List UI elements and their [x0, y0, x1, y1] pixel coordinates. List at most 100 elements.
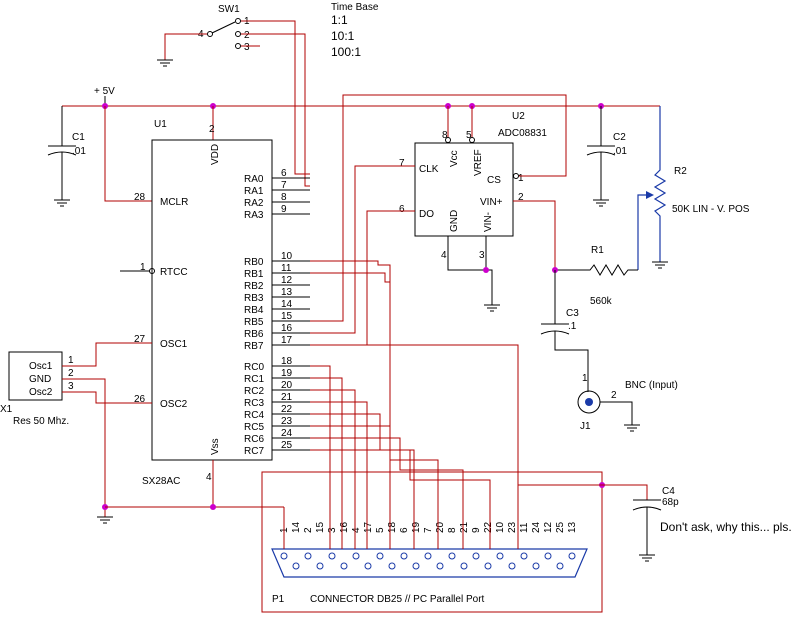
u1-pin-rc2: RC2 — [244, 386, 264, 397]
u1-pin-rc3: RC3 — [244, 398, 264, 409]
u1-body — [151, 139, 273, 461]
db25-socket-6 — [400, 552, 408, 560]
u2-ref: U2 — [512, 111, 525, 122]
u1-microcontroller: U1 2 VDD Vss 4 SX28AC MCLR 28 RTCC 1 OSC… — [120, 119, 310, 507]
db25-socket-14 — [292, 562, 300, 570]
bnc-pin-2: 2 — [611, 390, 617, 401]
u1-pin-rc4-num: 22 — [281, 404, 293, 415]
osc-ref: X1 — [0, 404, 13, 415]
capacitor-c1: C1 .01 — [47, 106, 86, 207]
p1-outline — [261, 471, 603, 613]
osc-body — [8, 351, 63, 401]
time-base-ratio-3: 100:1 — [331, 45, 361, 59]
osc-pin-osc1: Osc1 — [29, 361, 53, 372]
u1-pin-rc0: RC0 — [244, 362, 264, 373]
db25-pin-label-15: 15 — [315, 521, 326, 533]
u2-vinm-pin: 3 — [479, 250, 485, 261]
u2-vinp-pin: 2 — [518, 192, 524, 203]
r1-ref: R1 — [591, 245, 604, 256]
u1-pin-rb3-num: 13 — [281, 287, 293, 298]
capacitor-c3: C3 .1 — [540, 270, 589, 392]
u1-pin-ra1: RA1 — [244, 186, 264, 197]
db25-socket-1 — [280, 552, 288, 560]
capacitor-c2: C2 .01 — [586, 106, 627, 207]
u1-pin-rb6: RB6 — [244, 329, 264, 340]
u2-gnd-pin: 4 — [441, 250, 447, 261]
sw1-pin-2: 2 — [244, 30, 250, 41]
resistor-r1: R1 560k — [552, 245, 638, 307]
wire-ra1 — [241, 33, 310, 187]
db25-pin-label-13: 13 — [567, 521, 578, 533]
time-base-ratio-2: 10:1 — [331, 29, 355, 43]
u1-pin-rc7: RC7 — [244, 446, 264, 457]
c4-ref: C4 — [662, 486, 675, 497]
wire-osc1 — [62, 342, 152, 367]
ground-c4 — [639, 554, 655, 562]
sw1-switch: SW1 Time Base 1:1 10:1 100:1 1 2 3 4 — [157, 2, 379, 187]
db25-pin-label-9: 9 — [471, 527, 482, 533]
p1-ref: P1 — [272, 594, 285, 605]
c3-value: .1 — [568, 321, 577, 332]
u2-adc: U2 ADC08831 CLK 7 DO 6 Vcc 8 VREF 5 CS 1… — [310, 94, 567, 346]
time-base-ratio-1: 1:1 — [331, 13, 348, 27]
r2-body — [653, 106, 667, 262]
db25-socket-4 — [352, 552, 360, 560]
sw1-contact-2 — [235, 31, 241, 37]
u2-vref: VREF — [473, 149, 484, 176]
u1-pin-ra2-num: 8 — [281, 192, 287, 203]
db25-pin-label-5: 5 — [375, 527, 386, 533]
u1-pin-ra3-num: 9 — [281, 204, 287, 215]
u1-pin-rc6: RC6 — [244, 434, 264, 445]
u1-pin-osc2: OSC2 — [160, 399, 188, 410]
db25-shell — [271, 548, 588, 578]
osc-pin-gnd: GND — [29, 374, 51, 385]
u1-pin-rc6-num: 24 — [281, 428, 293, 439]
u1-pin-rb2: RB2 — [244, 281, 264, 292]
u1-pin-rb6-num: 16 — [281, 323, 293, 334]
db25-pin-label-21: 21 — [459, 521, 470, 533]
db25-socket-13 — [568, 552, 576, 560]
osc-pin-1-num: 1 — [68, 355, 74, 366]
c2-ref: C2 — [613, 132, 626, 143]
osc-pin-2-num: 2 — [68, 368, 74, 379]
bnc-pin-1: 1 — [582, 373, 588, 384]
db25-pin-label-4: 4 — [351, 527, 362, 533]
u1-pin-ra0-num: 6 — [281, 168, 287, 179]
u1-pin-ra0: RA0 — [244, 174, 264, 185]
db25-pin-label-24: 24 — [531, 521, 542, 533]
db25-pin-label-2: 2 — [303, 527, 314, 533]
c1-ref: C1 — [72, 132, 85, 143]
ground-bnc — [624, 424, 640, 432]
ground-r2 — [652, 261, 668, 269]
db25-pin-label-8: 8 — [447, 527, 458, 533]
u1-ref: U1 — [154, 119, 167, 130]
db25-socket-7 — [424, 552, 432, 560]
wire-do — [310, 210, 415, 346]
sw1-pin-3: 3 — [244, 42, 250, 53]
u2-vref-pin: 5 — [466, 130, 472, 141]
ground-c1 — [54, 199, 70, 207]
u2-vcc-pin: 8 — [442, 130, 448, 141]
u1-pin-rc2-num: 20 — [281, 380, 293, 391]
db25-pin-label-12: 12 — [543, 521, 554, 533]
u1-to-db25-wires — [310, 260, 602, 549]
db25-socket-19 — [412, 562, 420, 570]
ground-sw1 — [157, 59, 173, 67]
u2-body — [414, 142, 514, 237]
u1-pin-rb4: RB4 — [244, 305, 264, 316]
u2-do: DO — [419, 209, 434, 220]
u2-vinp: VIN+ — [480, 197, 503, 208]
wire-osc2 — [62, 391, 152, 404]
u1-pin-rc3-num: 21 — [281, 392, 293, 403]
ground-c2 — [593, 199, 609, 207]
db25-pin-label-20: 20 — [435, 521, 446, 533]
db25-socket-20 — [436, 562, 444, 570]
u1-pin-rc5-num: 23 — [281, 416, 293, 427]
db25-socket-23 — [508, 562, 516, 570]
db25-socket-2 — [304, 552, 312, 560]
sw1-lever — [211, 21, 236, 34]
db25-pin-label-7: 7 — [423, 527, 434, 533]
db25-socket-17 — [364, 562, 372, 570]
db25-pin-label-19: 19 — [411, 521, 422, 533]
wire-clk — [310, 165, 415, 334]
